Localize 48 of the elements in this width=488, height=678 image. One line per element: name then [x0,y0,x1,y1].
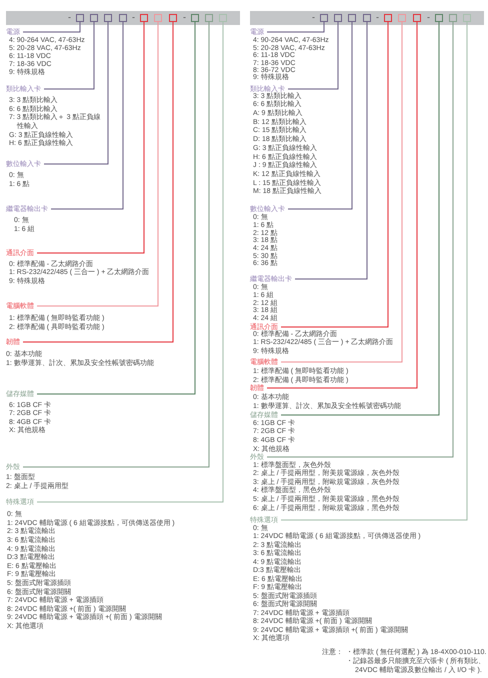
code-digit-box [154,14,162,22]
code-digit-box [119,14,127,22]
code-digit-box [191,14,199,22]
code-digit-box [169,14,177,22]
connector-line [22,22,210,468]
code-digit-box [435,14,443,22]
connector-line [22,22,80,32]
connector-line [294,22,368,280]
code-separator: - [132,12,135,22]
code-separator: - [427,12,430,22]
code-digit-box [398,14,406,22]
connector-line [36,22,144,254]
connector-line [280,22,388,328]
connector-line [288,22,338,90]
code-separator: - [312,12,315,22]
code-separator: - [183,12,186,22]
code-bar [250,11,484,25]
code-digit-box [320,14,328,22]
connector-line [280,22,402,362]
code-digit-box [449,14,457,22]
connector-line [44,22,94,90]
code-separator: - [376,12,379,22]
code-digit-box [140,14,148,22]
connector-line [36,22,196,394]
code-digit-box [363,14,371,22]
connector-line [36,22,158,306]
code-digit-box [334,14,342,22]
code-digit-box [413,14,421,22]
connector-line [50,22,124,210]
connector-line [280,22,468,520]
code-digit-box [76,14,84,22]
connector-line [36,22,224,502]
code-digit-box [205,14,213,22]
code-digit-box [219,14,227,22]
code-digit-box [104,14,112,22]
code-bar [6,11,240,25]
connector-line [266,22,324,32]
connector-line [266,22,418,388]
connector-line [22,22,174,342]
connector-line [266,22,454,458]
connector-line [280,22,440,416]
connector-line [44,22,108,164]
code-digit-box [90,14,98,22]
code-digit-box [463,14,471,22]
code-digit-box [384,14,392,22]
code-digit-box [348,14,356,22]
code-separator: - [68,12,71,22]
connector-line [288,22,352,210]
